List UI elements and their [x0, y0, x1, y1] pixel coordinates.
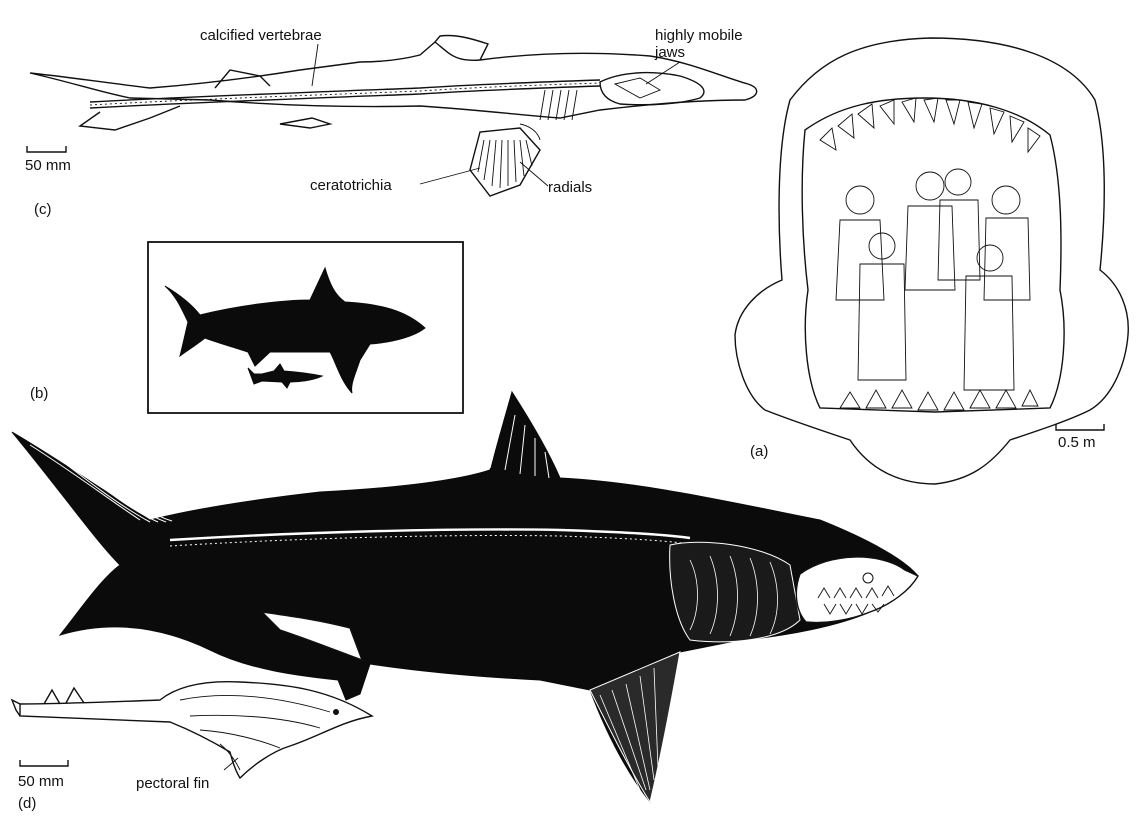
dogfish-jaws [600, 73, 704, 105]
panel-d-scale-label: 50 mm [18, 773, 64, 790]
ray-pectoral-fin-hatching [180, 696, 330, 770]
ray-dorsal-fin-2 [66, 688, 84, 703]
jaw-inner-mouth [802, 98, 1064, 412]
dogfish-ceratotrichia-rays [478, 140, 532, 188]
panel-c-dogfish-skeleton: calcified vertebrae highly mobile jaws c… [25, 27, 757, 218]
panel-a-label: (a) [750, 443, 768, 460]
panel-b-size-comparison: (b) [30, 242, 463, 413]
callout-jaws: jaws [654, 44, 685, 61]
ray-dorsal-fin-1 [44, 690, 60, 704]
ray-body-outline [20, 682, 372, 778]
dogfish-skull-detail [615, 78, 660, 98]
leader-pectoral-fin [224, 758, 238, 770]
callout-calcified-vertebrae: calcified vertebrae [200, 27, 322, 44]
panel-c-label: (c) [34, 201, 52, 218]
leader-vertebrae [312, 44, 318, 86]
panel-b-label: (b) [30, 385, 48, 402]
ray-tail-fin [12, 700, 20, 716]
panel-a-megalodon-jaws: 0.5 m (a) [735, 38, 1128, 484]
panel-a-scale-label: 0.5 m [1058, 434, 1096, 451]
panel-d-scale-bar [20, 760, 68, 766]
dogfish-body-outline [30, 42, 757, 118]
dogfish-tail-lower [80, 106, 180, 130]
megalodon-reconstruction [12, 392, 918, 802]
megalodon-eye [863, 573, 873, 583]
leader-ceratotrichia [420, 168, 480, 184]
panel-a-scale-bar [1056, 424, 1104, 430]
panel-d-label: (d) [18, 795, 36, 812]
callout-highly-mobile: highly mobile [655, 27, 743, 44]
panel-c-scale-label: 50 mm [25, 157, 71, 174]
dogfish-pelvic-fin [280, 118, 330, 128]
dogfish-vertebral-column [90, 80, 600, 108]
callout-ceratotrichia: ceratotrichia [310, 177, 392, 194]
panel-d-ray: pectoral fin 50 mm (d) [12, 682, 372, 812]
ray-eye [333, 709, 339, 715]
dogfish-pectoral-fin [470, 128, 540, 196]
panel-c-scale-bar [27, 146, 66, 152]
callout-pectoral-fin: pectoral fin [136, 775, 209, 792]
callout-radials: radials [548, 179, 592, 196]
